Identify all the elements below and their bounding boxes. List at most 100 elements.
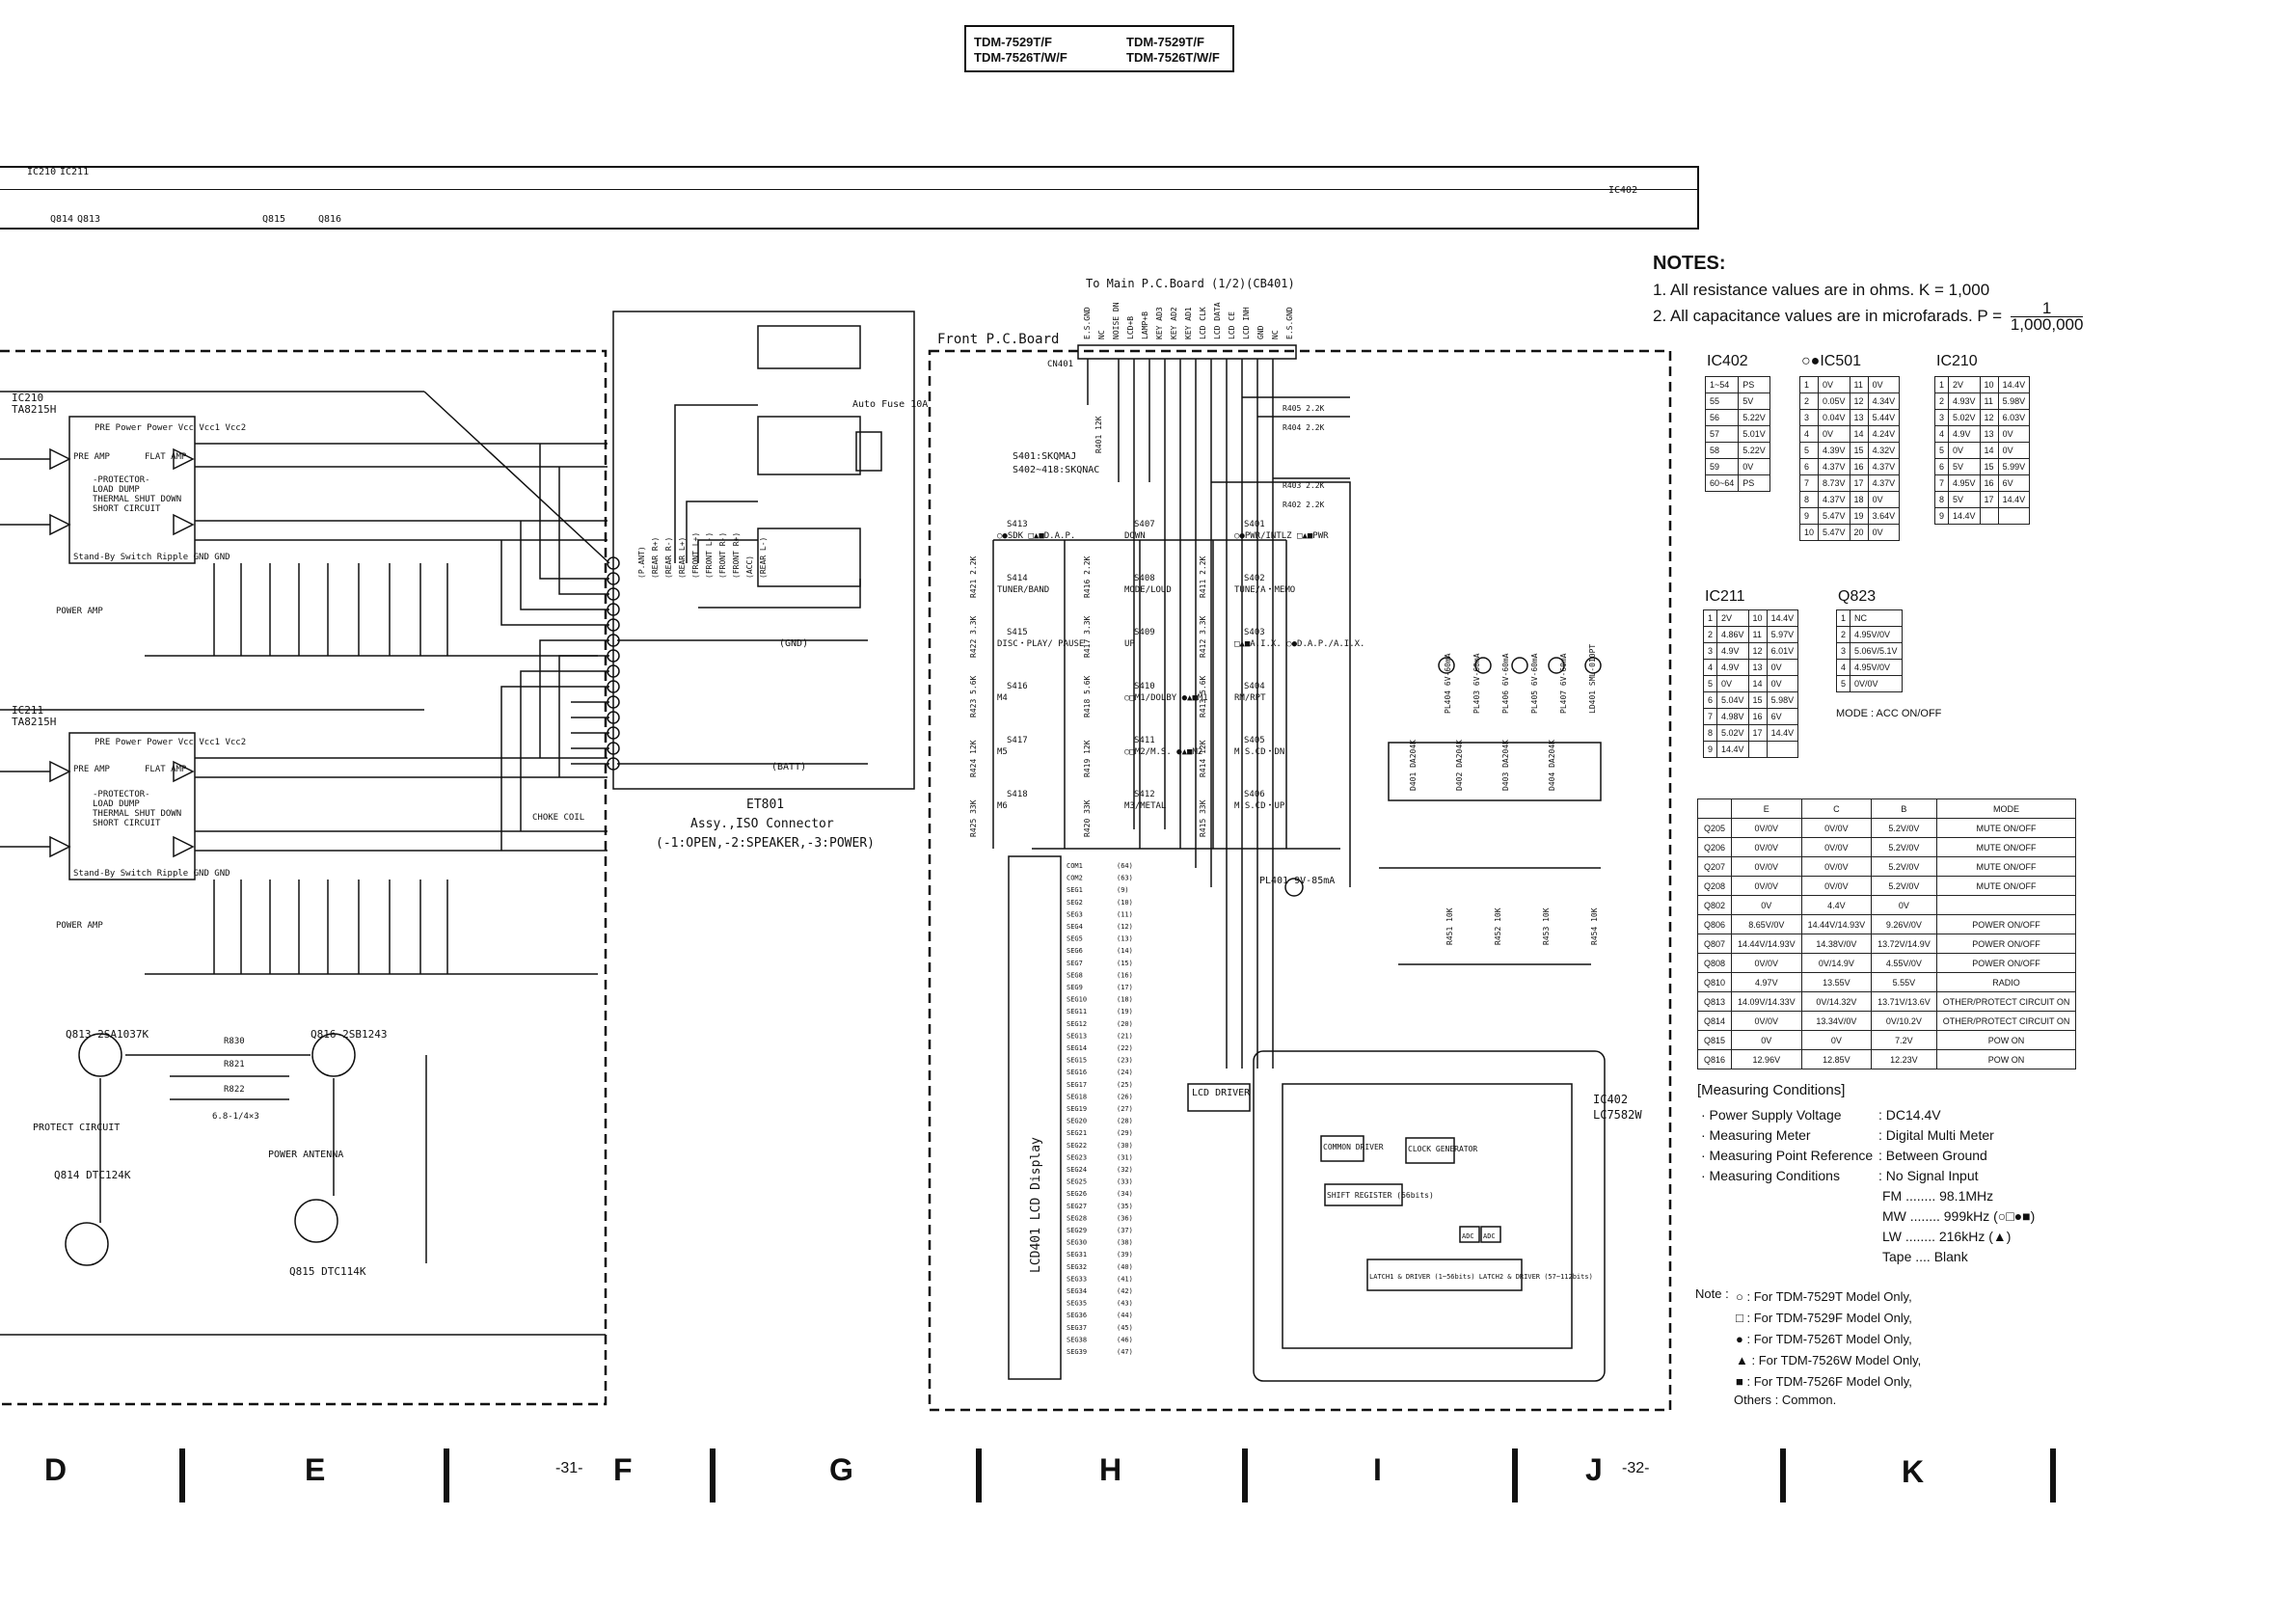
- resistor-label: R422 3.3K: [969, 615, 978, 658]
- ic501-cell: 20: [1849, 524, 1869, 541]
- resistor-label: R416 2.2K: [1083, 555, 1092, 598]
- mode-cell: 4.4V: [1800, 895, 1873, 915]
- mode-cell: 5.2V/0V: [1871, 876, 1937, 896]
- lcd-pin-number: (64): [1117, 862, 1133, 870]
- ic210-cell: 9: [1933, 507, 1950, 525]
- mode-cell: POWER ON/OFF: [1935, 914, 2077, 934]
- ic210-cell: 2V: [1948, 376, 1981, 393]
- ic211-cell: 17: [1747, 724, 1768, 742]
- ic402-cell: PS: [1738, 474, 1770, 492]
- ic210-cell: 10: [1979, 376, 1999, 393]
- switch-ref: S403: [1244, 628, 1265, 637]
- ic210-cell: 1: [1933, 376, 1950, 393]
- measuring-tape: Tape .... Blank: [1882, 1249, 1968, 1264]
- ic501-cell: 4.37V: [1818, 458, 1850, 475]
- measuring-value: : No Signal Input: [1878, 1168, 1979, 1183]
- label-q816: Q816 2SB1243: [311, 1028, 387, 1041]
- lcd-pin-name: SEG2: [1067, 899, 1083, 907]
- cn401-pin-label: GND: [1256, 325, 1265, 339]
- mode-cell: 0V/10.2V: [1871, 1011, 1937, 1031]
- ic211-cell: 5.04V: [1716, 691, 1749, 709]
- switch-function: MODE/LOUD: [1124, 585, 1172, 595]
- lcd-pin-name: SEG10: [1067, 996, 1087, 1004]
- note-fraction: 1 1,000,000: [2010, 300, 2084, 333]
- mode-cell: 8.65V/0V: [1731, 914, 1802, 934]
- lcd-pin-name: SEG18: [1067, 1093, 1087, 1100]
- mode-cell: B: [1871, 798, 1937, 819]
- mode-cell: OTHER/PROTECT CIRCUIT ON: [1935, 991, 2077, 1012]
- mode-cell: RADIO: [1935, 972, 2077, 992]
- resistor-label: R421 2.2K: [969, 555, 978, 598]
- ic211-cell: 4.9V: [1716, 642, 1749, 660]
- lamp-label: PL404 6V-60mA: [1444, 653, 1452, 714]
- lcd-pin-name: SEG23: [1067, 1153, 1087, 1161]
- lcd-pin-number: (35): [1117, 1203, 1133, 1210]
- mode-cell: MUTE ON/OFF: [1935, 876, 2077, 896]
- lcd-pin-number: (33): [1117, 1178, 1133, 1186]
- grid-letter-k: K: [1902, 1454, 1925, 1489]
- ic501-cell: 0.05V: [1818, 392, 1850, 410]
- lcd-pin-number: (63): [1117, 875, 1133, 882]
- resistor-label: R417 3.3K: [1083, 615, 1092, 658]
- lcd-pin-name: SEG19: [1067, 1105, 1087, 1113]
- ic210-cell: 11: [1979, 392, 1999, 410]
- resistor-label: R452 10K: [1494, 907, 1502, 945]
- main-board-outline: [0, 349, 608, 1406]
- q823-cell: 4.95V/0V: [1850, 626, 1903, 643]
- connector-sockets: [674, 325, 882, 609]
- ic501-cell: 4.37V: [1818, 491, 1850, 508]
- ic210-cell: 4: [1933, 425, 1950, 443]
- mode-cell: 7.2V: [1871, 1030, 1937, 1050]
- label-et801-pins: (-1:OPEN,-2:SPEAKER,-3:POWER): [656, 836, 875, 851]
- ic211-cell: 5.02V: [1716, 724, 1749, 742]
- ic210-cell: 5: [1933, 442, 1950, 459]
- grid-letter-g: G: [829, 1452, 853, 1487]
- ic211-block: [0, 709, 608, 880]
- footer-divider-2: [444, 1448, 449, 1502]
- label-clock-gen: CLOCK GENERATOR: [1408, 1145, 1477, 1153]
- ic501-cell: 4.39V: [1818, 442, 1850, 459]
- mode-cell: 12.23V: [1871, 1049, 1937, 1069]
- label-ic402: IC402: [1593, 1093, 1628, 1106]
- mode-cell: 13.34V/0V: [1800, 1011, 1873, 1031]
- footer-divider-4: [976, 1448, 982, 1502]
- q823-cell: 0V/0V: [1850, 675, 1903, 692]
- ic210-block: [0, 391, 608, 564]
- footer-divider-5: [1242, 1448, 1248, 1502]
- iso-pin-label: (REAR L-): [759, 537, 768, 579]
- mode-cell: 9.26V/0V: [1871, 914, 1937, 934]
- ic210-cell: 4.95V: [1948, 474, 1981, 492]
- q823-cell: 2: [1835, 626, 1851, 643]
- iso-pin-label: (P.ANT): [637, 546, 646, 579]
- measuring-row: · Measuring Meter: Digital Multi Meter: [1701, 1125, 2106, 1146]
- iso-pin-label: (REAR R+): [651, 537, 660, 579]
- mode-cell: POW ON: [1935, 1030, 2077, 1050]
- schematic-svg: IC210 TA8215H IC211 TA8215H PRE Power Po…: [0, 277, 1672, 1412]
- band-line-mid: [0, 189, 1699, 190]
- switch-label-group: S413○●SDK □▲■D.A.P.S414TUNER/BANDS415DIS…: [997, 520, 1364, 811]
- footer-divider-1: [179, 1448, 185, 1502]
- label-lcd-driver: LCD DRIVER: [1192, 1088, 1251, 1098]
- lcd-pin-number: (39): [1117, 1251, 1133, 1259]
- switch-ref: S402: [1244, 574, 1265, 583]
- footer-divider-3: [710, 1448, 716, 1502]
- iso-pin-circles: [607, 556, 620, 771]
- label-thermal-210: THERMAL SHUT DOWN: [93, 495, 181, 504]
- measuring-row: · Measuring Point Reference: Between Gro…: [1701, 1146, 2106, 1166]
- mode-cell: 13.55V: [1800, 972, 1873, 992]
- switch-ref: S406: [1244, 790, 1265, 799]
- model-note-others: Others : Common.: [1734, 1393, 1837, 1407]
- measuring-value: : Digital Multi Meter: [1878, 1127, 1994, 1143]
- resistor-label: R451 10K: [1445, 907, 1454, 945]
- switch-function: ○□M1/DOLBY ●▲■M1: [1124, 693, 1208, 703]
